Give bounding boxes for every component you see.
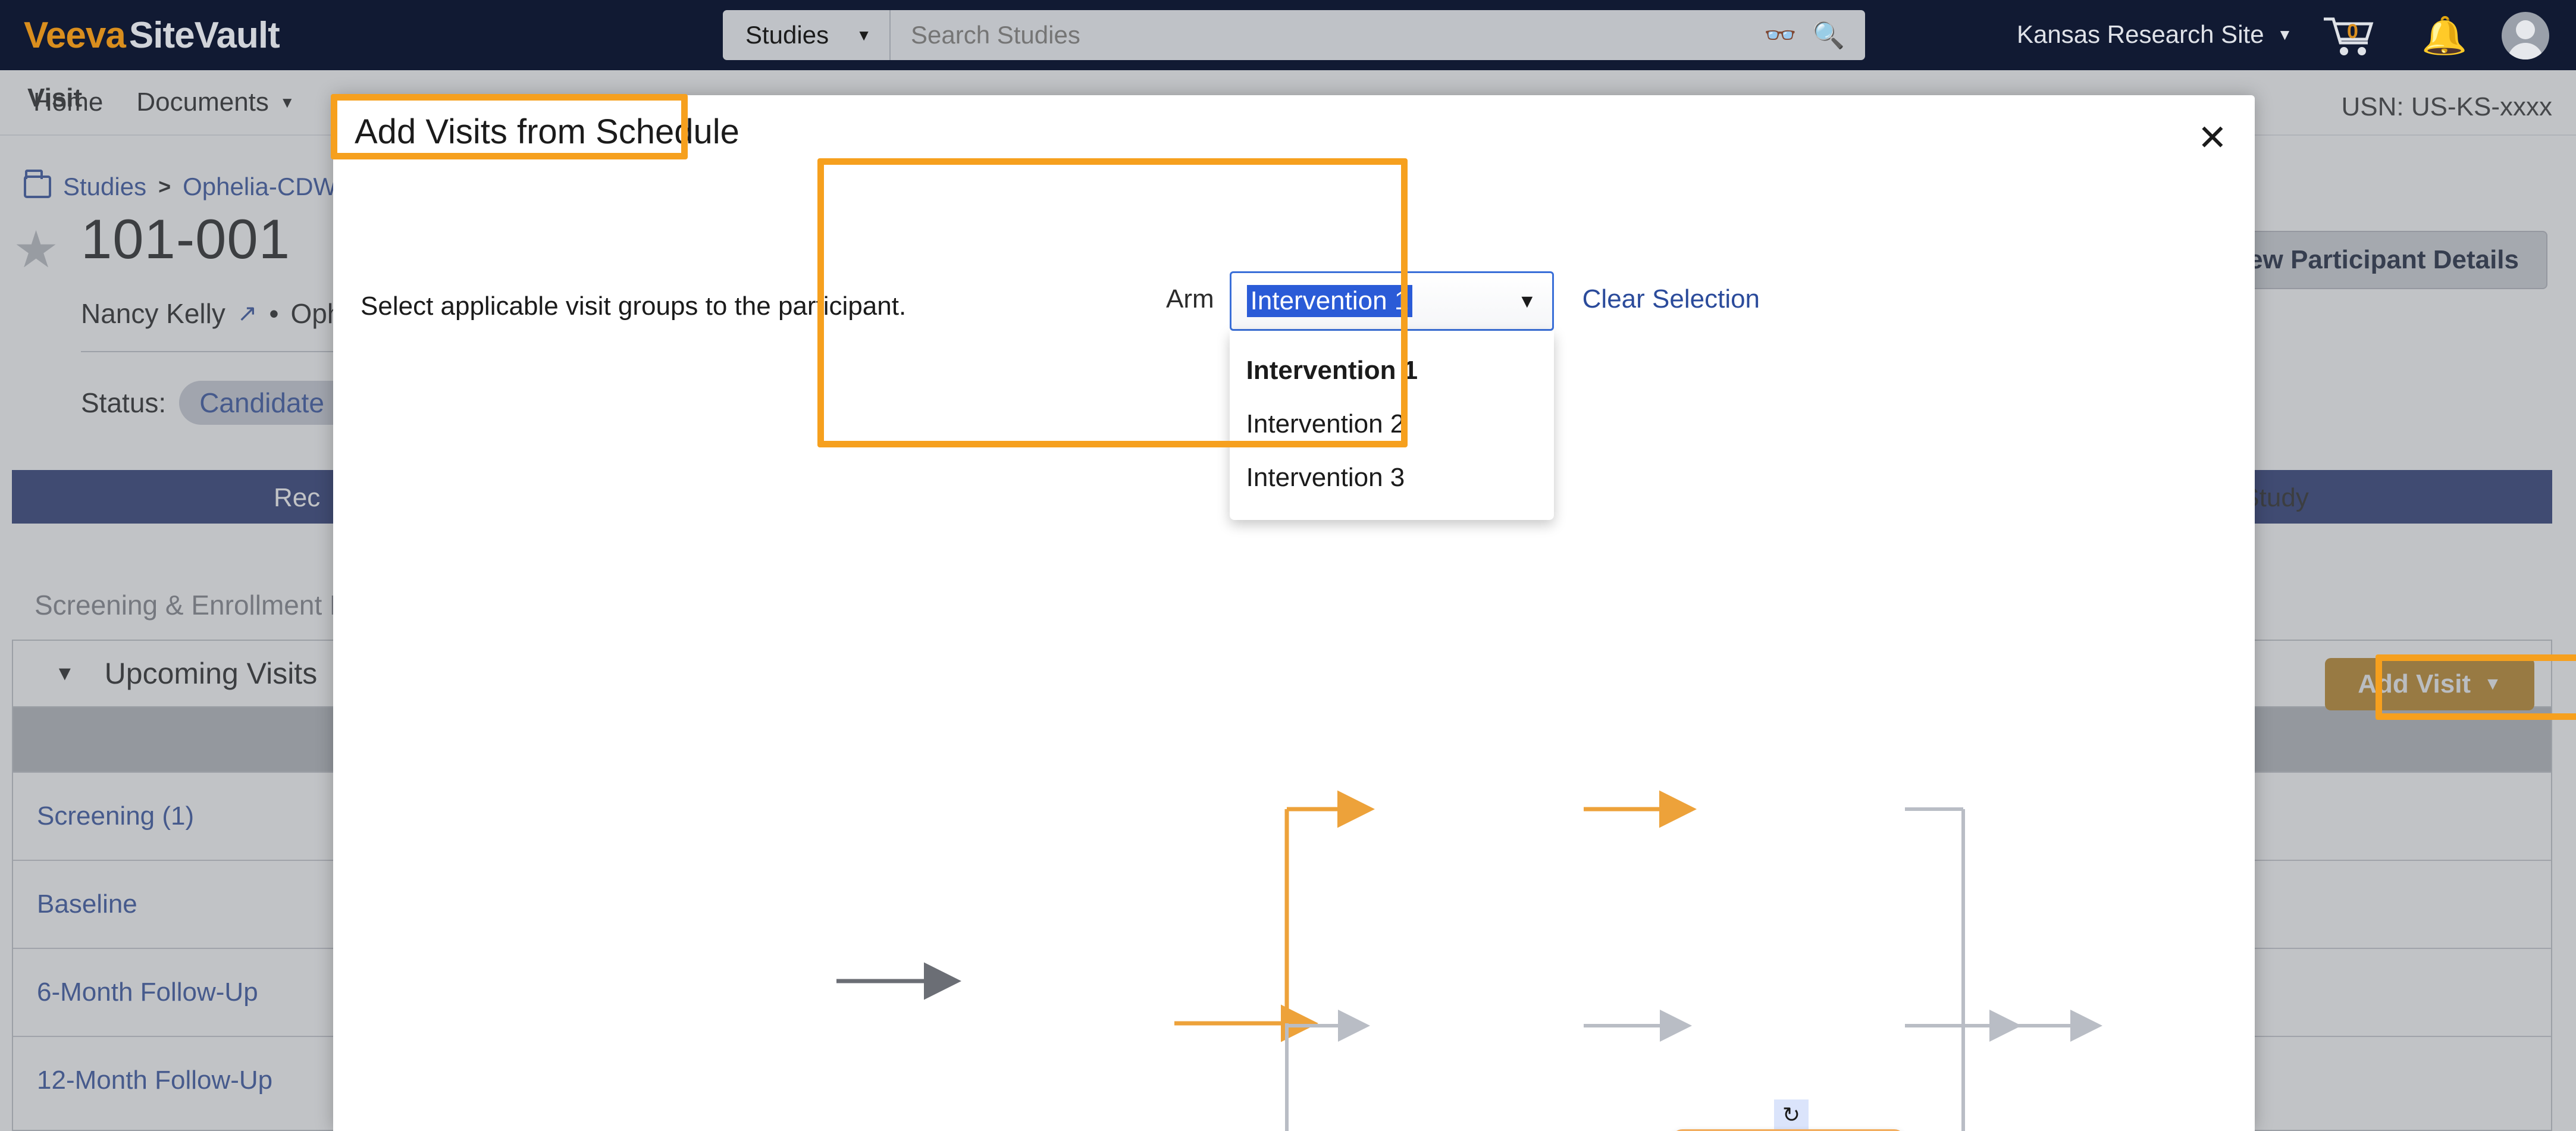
breadcrumb-study-link[interactable]: Ophelia-CDW [183,173,337,200]
arm-option-intervention-1[interactable]: Intervention 1 [1246,356,1418,385]
site-selector[interactable]: Kansas Research Site ▼ [2017,20,2292,49]
veeva-sitevault-logo[interactable]: Veeva SiteVault [24,14,280,57]
chevron-down-icon[interactable]: ▼ [55,662,75,685]
avatar[interactable] [2502,12,2549,59]
status-value: Candidate [199,387,324,418]
search-icon[interactable]: 🔍 [1812,21,1845,50]
chevron-down-icon: ▼ [2277,25,2293,43]
breadcrumb-separator: > [158,174,171,199]
visit-link[interactable]: Screening (1) [37,801,195,831]
search-input[interactable] [891,21,1765,49]
visit-link[interactable]: 12-Month Follow-Up [37,1066,273,1095]
separator-dot: • [269,298,279,329]
visit-schedule-flowchart: START END ↻ Screening Repeat — 0 + [333,535,2255,1131]
modal-description: Select applicable visit groups to the pa… [361,292,907,321]
cart-count-badge: 0 [2347,20,2358,43]
search-scope-label: Studies [745,21,829,49]
column-header-visit: Visit [27,83,83,112]
search-divider [889,10,891,60]
folder-icon [24,170,51,198]
global-search-bar[interactable]: Studies ▼ 👓 🔍 [723,10,1865,60]
chevron-down-icon: ▼ [2484,674,2502,694]
avatar-body [2508,43,2543,59]
arm-dropdown-menu: Intervention 1 Intervention 2 Interventi… [1229,331,1554,520]
search-scope-dropdown[interactable]: Studies ▼ [723,10,889,60]
refresh-glyph: ↻ [1782,1102,1801,1127]
nav-item-home[interactable]: Home [33,87,103,117]
visit-link[interactable]: 6-Month Follow-Up [37,978,258,1007]
notifications-bell-icon[interactable]: 🔔 [2421,15,2468,57]
search-icon-group: 👓 🔍 [1764,20,1865,51]
refresh-icon[interactable]: ↻ [1774,1099,1809,1130]
flow-edges [836,790,2102,1131]
arm-selection-row: Arm Intervention 1 ▼ Intervention 1 Inte… [1166,271,1760,520]
clear-selection-link[interactable]: Clear Selection [1582,284,1760,314]
arm-option-intervention-2[interactable]: Intervention 2 [1246,409,1405,438]
breadcrumb: Studies > Ophelia-CDW [24,170,337,201]
avatar-head [2516,20,2535,39]
arm-option-intervention-3[interactable]: Intervention 3 [1246,463,1405,492]
section-title: Screening & Enrollment De [35,590,365,621]
chevron-down-icon: ▼ [1517,290,1537,312]
close-icon[interactable]: ✕ [2197,118,2227,158]
nav-item-home-label: Home [33,87,104,117]
arm-label: Arm [1166,284,1214,314]
participant-name: Nancy Kelly [81,298,225,329]
panel-title: Upcoming Visits [104,657,318,690]
cart-icon [2324,17,2374,55]
visit-link[interactable]: Baseline [37,889,137,919]
cart-button[interactable]: 0 [2320,15,2380,57]
arm-dropdown[interactable]: Intervention 1 ▼ Intervention 1 Interven… [1229,271,1554,520]
site-name-label: Kansas Research Site [2017,20,2264,48]
add-visits-modal: Add Visits from Schedule ✕ Select applic… [333,95,2255,1131]
brand-primary-text: Veeva [24,14,126,56]
nav-item-documents[interactable]: Documents ▼ [136,87,294,117]
favorite-star-icon[interactable]: ★ [13,221,59,278]
brand-secondary-text: SiteVault [129,14,280,56]
chevron-down-icon: ▼ [279,93,295,111]
external-link-icon[interactable]: ↗ [237,300,258,327]
arm-selected-value: Intervention 1 [1246,285,1413,317]
arm-dropdown-trigger[interactable]: Intervention 1 ▼ [1229,271,1554,331]
tab-record-partial[interactable]: Rec [274,483,321,512]
breadcrumb-studies-link[interactable]: Studies [63,173,147,200]
nav-item-documents-label: Documents [136,87,269,117]
status-label: Status: [81,387,167,418]
modal-title: Add Visits from Schedule [355,112,739,151]
chevron-down-icon: ▼ [856,26,872,44]
binoculars-icon[interactable]: 👓 [1764,21,1797,50]
page-title: 101-001 [81,208,290,270]
usn-label: USN: US-KS-xxxx [2341,92,2552,121]
